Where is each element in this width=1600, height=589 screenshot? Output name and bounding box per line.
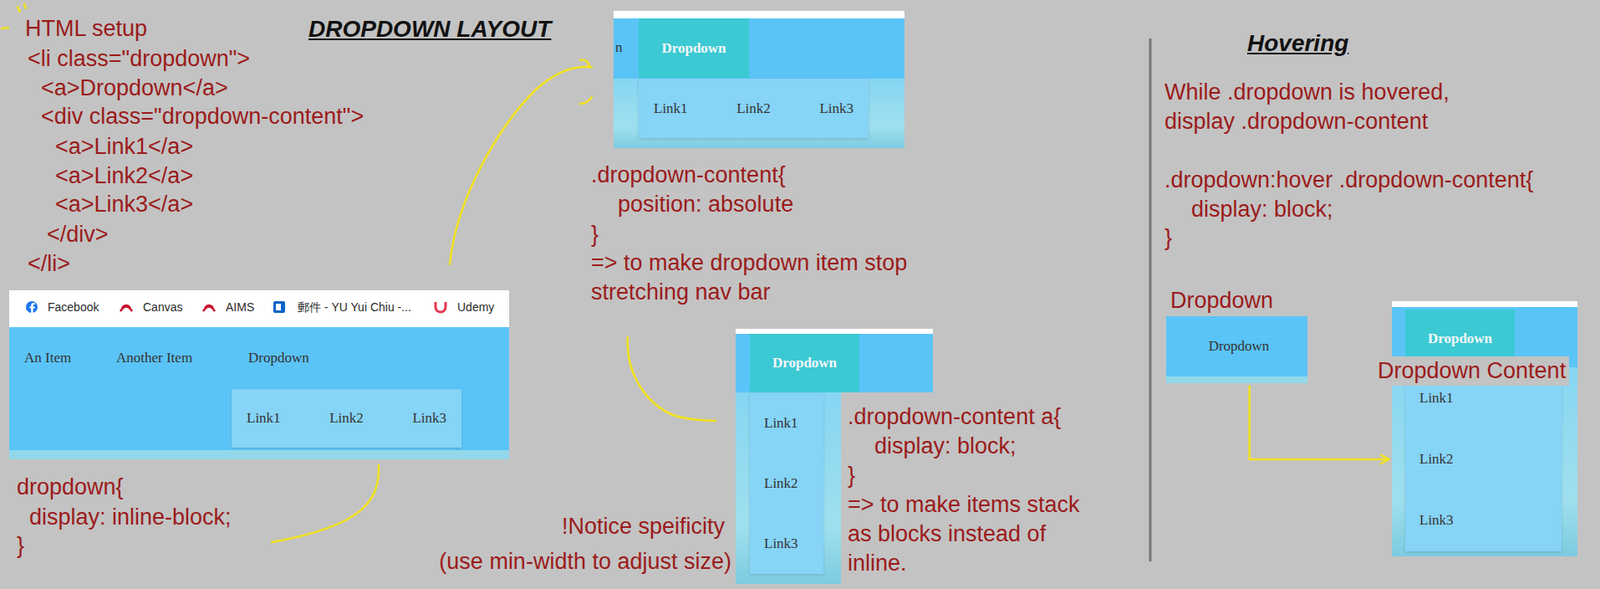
code-line: <a>Link3</a> [55, 189, 194, 220]
state-heading: Dropdown [1170, 285, 1274, 316]
link-label: Link2 [329, 409, 364, 427]
outlook-icon [275, 303, 281, 311]
dropdown-button: Dropdown [638, 18, 750, 78]
bookmark-bar [9, 290, 510, 327]
nav-bar [735, 333, 933, 393]
browser-screenshot: DropdownDropdown [1166, 315, 1308, 383]
nav-item: Dropdown [772, 354, 837, 372]
link-label: Link1 [653, 100, 688, 118]
diagram-title: DROPDOWN LAYOUT [308, 14, 551, 44]
nav-item: Another Item [116, 348, 193, 367]
note-text: While .dropdown is hovered, display .dro… [1164, 77, 1483, 137]
code-line: display: inline-block; [29, 502, 232, 532]
code-line: <a>Link1</a> [55, 132, 194, 162]
link-label: Link3 [412, 409, 447, 427]
code-line: .dropdown:hover .dropdown-content{ [1164, 165, 1534, 195]
divider-line [1149, 38, 1152, 561]
dropdown-content-box: Link1Link2Link3 [749, 392, 824, 574]
bookmark-label: Canvas [142, 299, 183, 315]
aims-icon [203, 305, 215, 311]
browser-screenshot: DropdownLink1 Link2 Link3 n [613, 10, 905, 148]
outlook-icon [273, 300, 286, 313]
pointer-stroke [580, 96, 592, 104]
code-line: </li> [27, 249, 71, 279]
link-label: Link1 [246, 409, 281, 427]
code-line: } [591, 219, 599, 250]
link-label: Link1 [764, 414, 799, 432]
section-heading: Hovering [1247, 28, 1349, 58]
code-line: .dropdown-content a{ [847, 402, 1061, 432]
bookmark-label: 郵件 - YU Yui Chiu -... [297, 299, 412, 315]
nav-bar [613, 18, 905, 79]
link-label: Link3 [819, 100, 854, 118]
link-label: Link2 [736, 100, 771, 118]
page-background [1391, 366, 1578, 556]
flow-arrow [1249, 385, 1390, 459]
dropdown-button: Dropdown [749, 333, 860, 393]
link-label: Link3 [764, 535, 799, 552]
page-background [735, 392, 841, 584]
facebook-icon [25, 300, 38, 313]
nav-item: Dropdown [248, 348, 310, 367]
nav-item: Dropdown [1427, 330, 1493, 347]
nav-bar [1166, 315, 1308, 383]
dropdown-content-box: Link1Link2Link3 [1405, 366, 1562, 551]
facebook-icon [29, 302, 36, 313]
code-line: <div class="dropdown-content"> [40, 101, 364, 132]
link-label: Link2 [1419, 450, 1454, 468]
code-line: } [1164, 223, 1172, 253]
code-line: } [847, 460, 856, 490]
code-line: <a>Link2</a> [55, 161, 194, 191]
note-text: (use min-width to adjust size) [438, 546, 732, 576]
page-background [613, 78, 905, 148]
browser-strip [613, 10, 905, 19]
dropdown-content-box: Link1 Link2 Link3 [638, 78, 869, 138]
code-line: dropdown{ [16, 472, 124, 502]
browser-screenshot: DropdownLink1Link2Link3Dropdown Content [1391, 300, 1578, 556]
pointer-stroke [271, 464, 379, 542]
pen-mark [1, 27, 9, 29]
note-text: => to make dropdown item stop stretching… [591, 248, 951, 307]
note-text: !Notice speificity [561, 511, 725, 541]
pointer-stroke [580, 60, 590, 68]
state-heading: Dropdown Content [1374, 356, 1570, 386]
nav-item: Dropdown [661, 40, 726, 57]
code-line: </div> [46, 219, 109, 250]
nav-item: Dropdown [1208, 336, 1270, 356]
pointer-stroke [449, 66, 592, 265]
bookmark-label: Udemy [457, 299, 495, 315]
udemy-icon [435, 301, 446, 312]
code-line: display: block; [1191, 194, 1334, 225]
nav-item: n [615, 38, 623, 57]
code-line: display: block; [874, 431, 1017, 461]
pen-mark [17, 4, 26, 12]
section-label: HTML setup [25, 14, 148, 44]
link-label: Link1 [1419, 389, 1454, 407]
code-line: position: absolute [617, 189, 794, 220]
link-label: Link3 [1419, 511, 1454, 529]
canvas-icon [120, 305, 133, 311]
nav-bar [9, 326, 510, 459]
note-text: => to make items stack as blocks instead… [847, 489, 1099, 578]
pointer-stroke [627, 336, 716, 421]
code-line: .dropdown-content{ [591, 160, 786, 190]
bookmark-label: Facebook [47, 299, 99, 315]
browser-strip [1391, 300, 1578, 307]
nav-item: An Item [24, 348, 72, 367]
page-strip [9, 449, 510, 459]
code-line: } [16, 530, 25, 561]
code-line: <li class="dropdown"> [27, 44, 250, 74]
page-strip [1166, 376, 1308, 383]
browser-screenshot: Link1 Link2 Link3 Facebook Canvas AIMS 郵件 - YU… [9, 290, 510, 459]
dropdown-content-box: Link1 Link2 Link3 [231, 388, 462, 448]
link-label: Link2 [764, 474, 799, 492]
bookmark-label: AIMS [225, 299, 255, 315]
code-line: <a>Dropdown</a> [40, 73, 229, 103]
